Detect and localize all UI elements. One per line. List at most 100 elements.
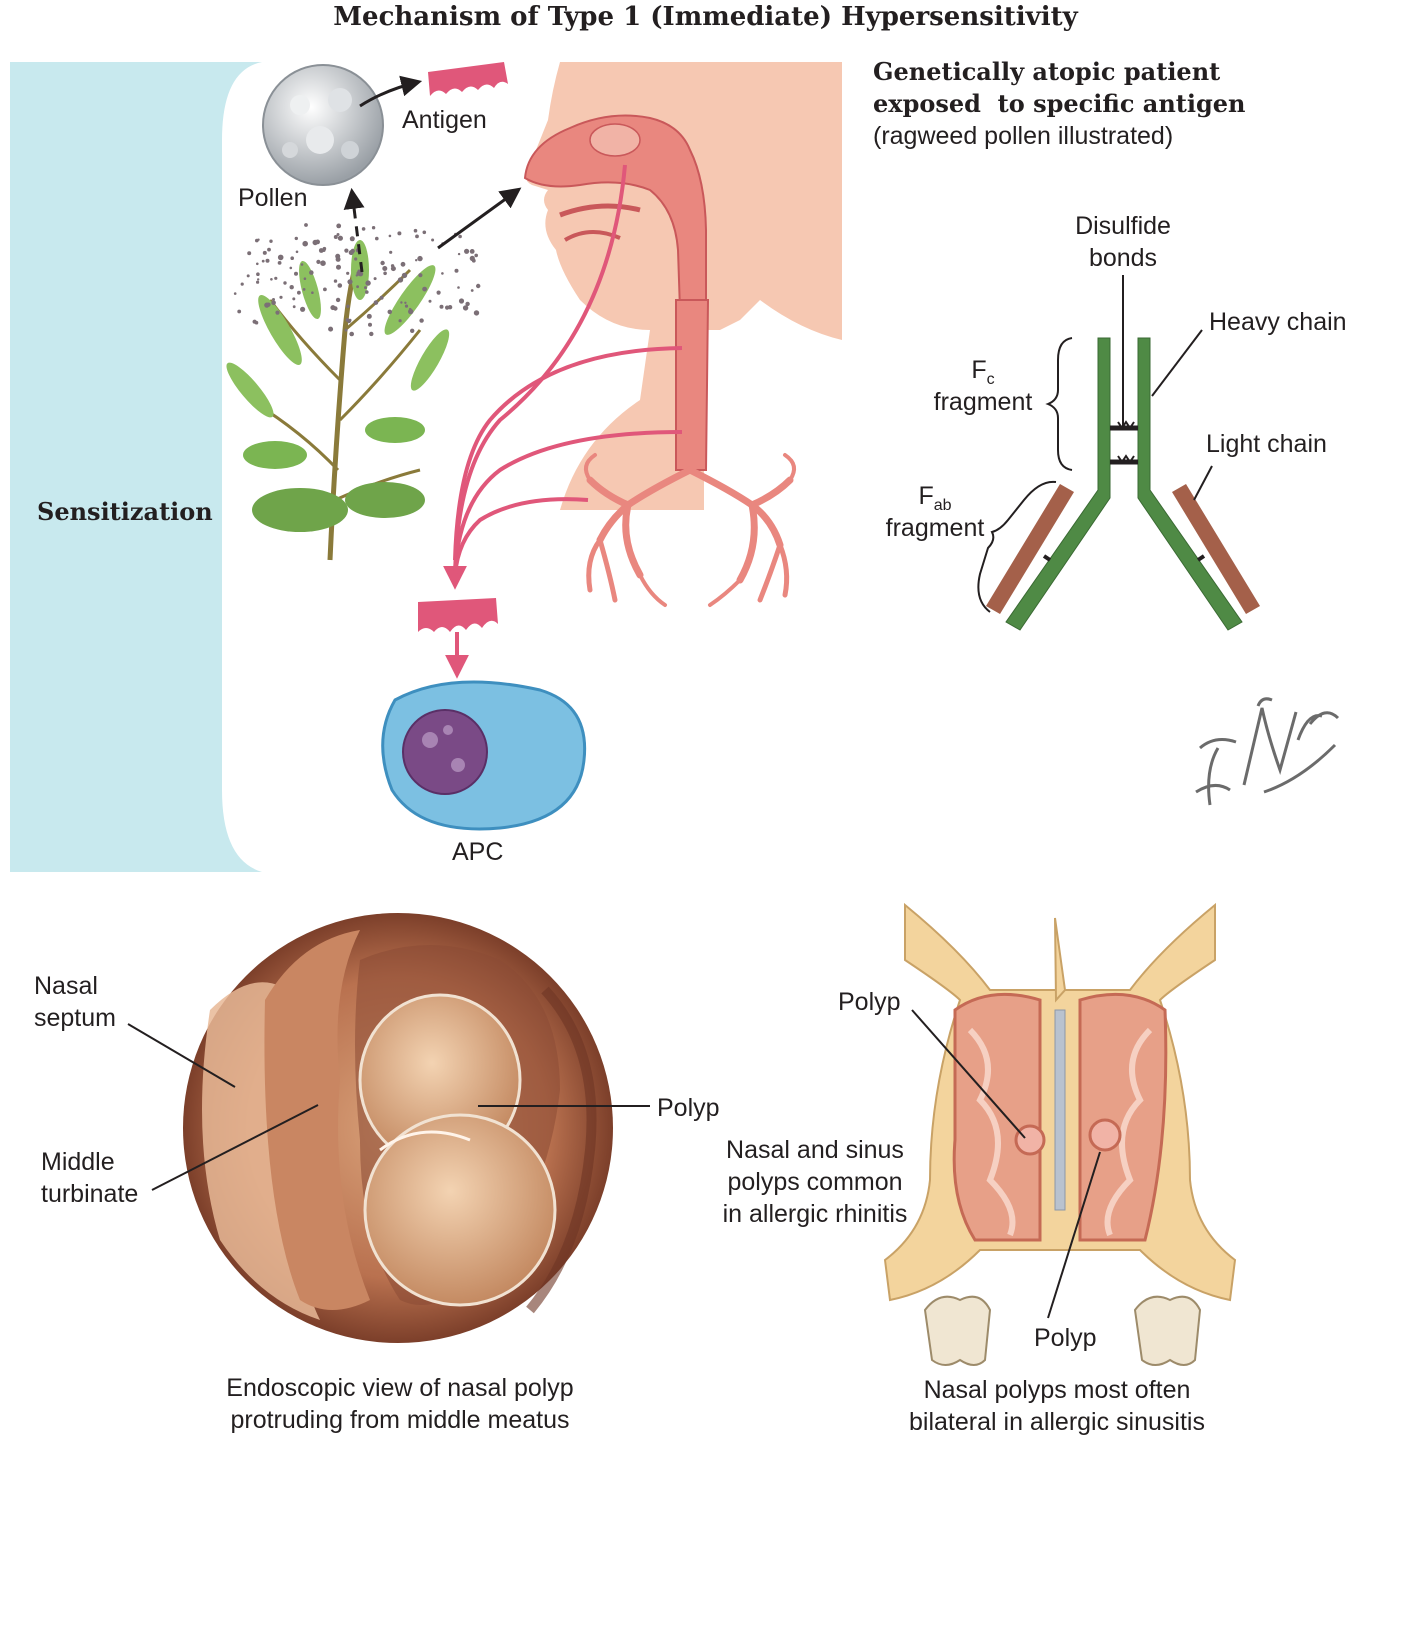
pollen-particle xyxy=(371,226,376,230)
pollen-particle xyxy=(335,256,341,262)
pollen-particle xyxy=(295,250,299,254)
pollen-particle xyxy=(300,263,304,266)
middle-turbinate-label-2: turbinate xyxy=(41,1180,139,1208)
pollen-particle xyxy=(404,301,407,304)
pollen-particle xyxy=(419,318,424,323)
pollen-particle xyxy=(336,223,342,229)
pollen-particle xyxy=(369,331,374,337)
pollen-particle xyxy=(389,250,393,254)
pollen-particle xyxy=(439,304,444,309)
sinus-caption-1: Nasal polyps most often xyxy=(923,1376,1191,1404)
sinus-note-2: polyps common xyxy=(727,1168,903,1196)
pollen-particle xyxy=(272,298,275,301)
sensitization-panel xyxy=(10,62,262,872)
pollen-particle xyxy=(454,268,459,273)
fab-fragment-word: fragment xyxy=(885,514,985,542)
pollen-particle xyxy=(292,305,296,309)
light-chain-label: Light chain xyxy=(1206,430,1327,458)
pollen-particle xyxy=(400,261,406,267)
pollen-particle xyxy=(274,276,278,280)
exposure-note: (ragweed pollen illustrated) xyxy=(873,122,1174,150)
pollen-particle xyxy=(474,253,479,258)
antigen-label: Antigen xyxy=(402,106,487,134)
pollen-particle xyxy=(417,255,423,262)
artist-signature xyxy=(1195,697,1340,806)
pollen-particle xyxy=(383,271,387,276)
pollen-particle xyxy=(436,290,441,295)
pollen-particle xyxy=(387,309,393,315)
pollen-particle xyxy=(349,331,355,337)
pollen-particle xyxy=(390,266,396,272)
pollen-particle xyxy=(355,274,358,277)
pollen-particle xyxy=(469,255,475,261)
sinus-polyp-label-bottom: Polyp xyxy=(1034,1324,1097,1352)
sinus-cross-section xyxy=(883,902,1237,1366)
disulfide-bonds-label-2: bonds xyxy=(1088,244,1158,272)
sensitization-label: Sensitization xyxy=(37,497,213,526)
sinus-note-3: in allergic rhinitis xyxy=(722,1200,908,1228)
trachea xyxy=(675,299,710,471)
pollen-particle xyxy=(465,301,470,307)
pollen-particle xyxy=(265,258,270,263)
pollen-particle xyxy=(431,238,435,242)
sinus-note-1: Nasal and sinus xyxy=(726,1136,904,1164)
pollen-particle xyxy=(269,239,273,243)
bronchial-tree xyxy=(584,453,796,607)
pollen-particle xyxy=(304,223,308,227)
pollen-particle xyxy=(289,266,293,270)
pollen-particle xyxy=(366,313,372,319)
pollen-particle xyxy=(312,239,318,246)
pollen-particle xyxy=(469,249,475,254)
pollen-particle xyxy=(266,302,271,307)
pollen-particle xyxy=(344,328,348,332)
pollen-particle xyxy=(464,248,470,254)
pollen-grain xyxy=(262,64,384,186)
pollen-particle xyxy=(356,285,359,289)
pollen-particle xyxy=(413,228,418,233)
pollen-particle xyxy=(320,260,326,267)
pollen-particle xyxy=(275,310,280,315)
pollen-particle xyxy=(428,299,432,303)
pollen-particle xyxy=(476,283,481,289)
pollen-particle xyxy=(270,278,273,281)
pollen-particle xyxy=(354,257,358,261)
sinus-caption-2: bilateral in allergic sinusitis xyxy=(909,1408,1205,1436)
pollen-particle xyxy=(337,283,343,288)
pollen-particle xyxy=(365,290,369,294)
pollen-particle xyxy=(457,286,460,289)
pollen-particle xyxy=(397,231,402,236)
fab-fragment-label: Fab xyxy=(872,480,998,522)
pollen-particle xyxy=(294,236,298,241)
pollen-particle xyxy=(415,234,419,239)
apc-label: APC xyxy=(452,838,504,866)
fab-subscript: ab xyxy=(933,497,952,514)
pollen-particle xyxy=(441,272,444,275)
pollen-particle xyxy=(267,247,271,252)
pollen-particle xyxy=(289,285,294,290)
pollen-particle xyxy=(470,289,474,292)
pollen-particle xyxy=(422,230,427,235)
pollen-particle xyxy=(422,286,427,292)
pollen-particle xyxy=(375,236,379,241)
pollen-particle xyxy=(415,259,418,262)
pollen-particle xyxy=(457,252,461,256)
exposure-heading-1: Genetically atopic patient xyxy=(873,57,1221,86)
pollen-particle xyxy=(408,308,414,315)
pollen-particle xyxy=(257,278,260,281)
pollen-particle xyxy=(400,301,403,304)
pollen-particle xyxy=(462,305,469,311)
pollen-particle xyxy=(294,271,298,276)
pollen-particle xyxy=(344,248,349,253)
pollen-particle xyxy=(357,271,362,276)
pollen-particle xyxy=(373,277,377,281)
pollen-particle xyxy=(279,295,283,299)
pollen-to-antigen-arrow xyxy=(359,75,423,108)
pollen-particle xyxy=(333,279,338,283)
fab-letter: F xyxy=(918,482,934,510)
middle-turbinate-label-1: Middle xyxy=(41,1148,115,1176)
pollen-particle xyxy=(261,259,265,263)
disulfide-bonds-label-1: Disulfide xyxy=(1075,212,1171,240)
pollen-particle xyxy=(256,280,260,284)
pollen-particle xyxy=(237,309,242,314)
